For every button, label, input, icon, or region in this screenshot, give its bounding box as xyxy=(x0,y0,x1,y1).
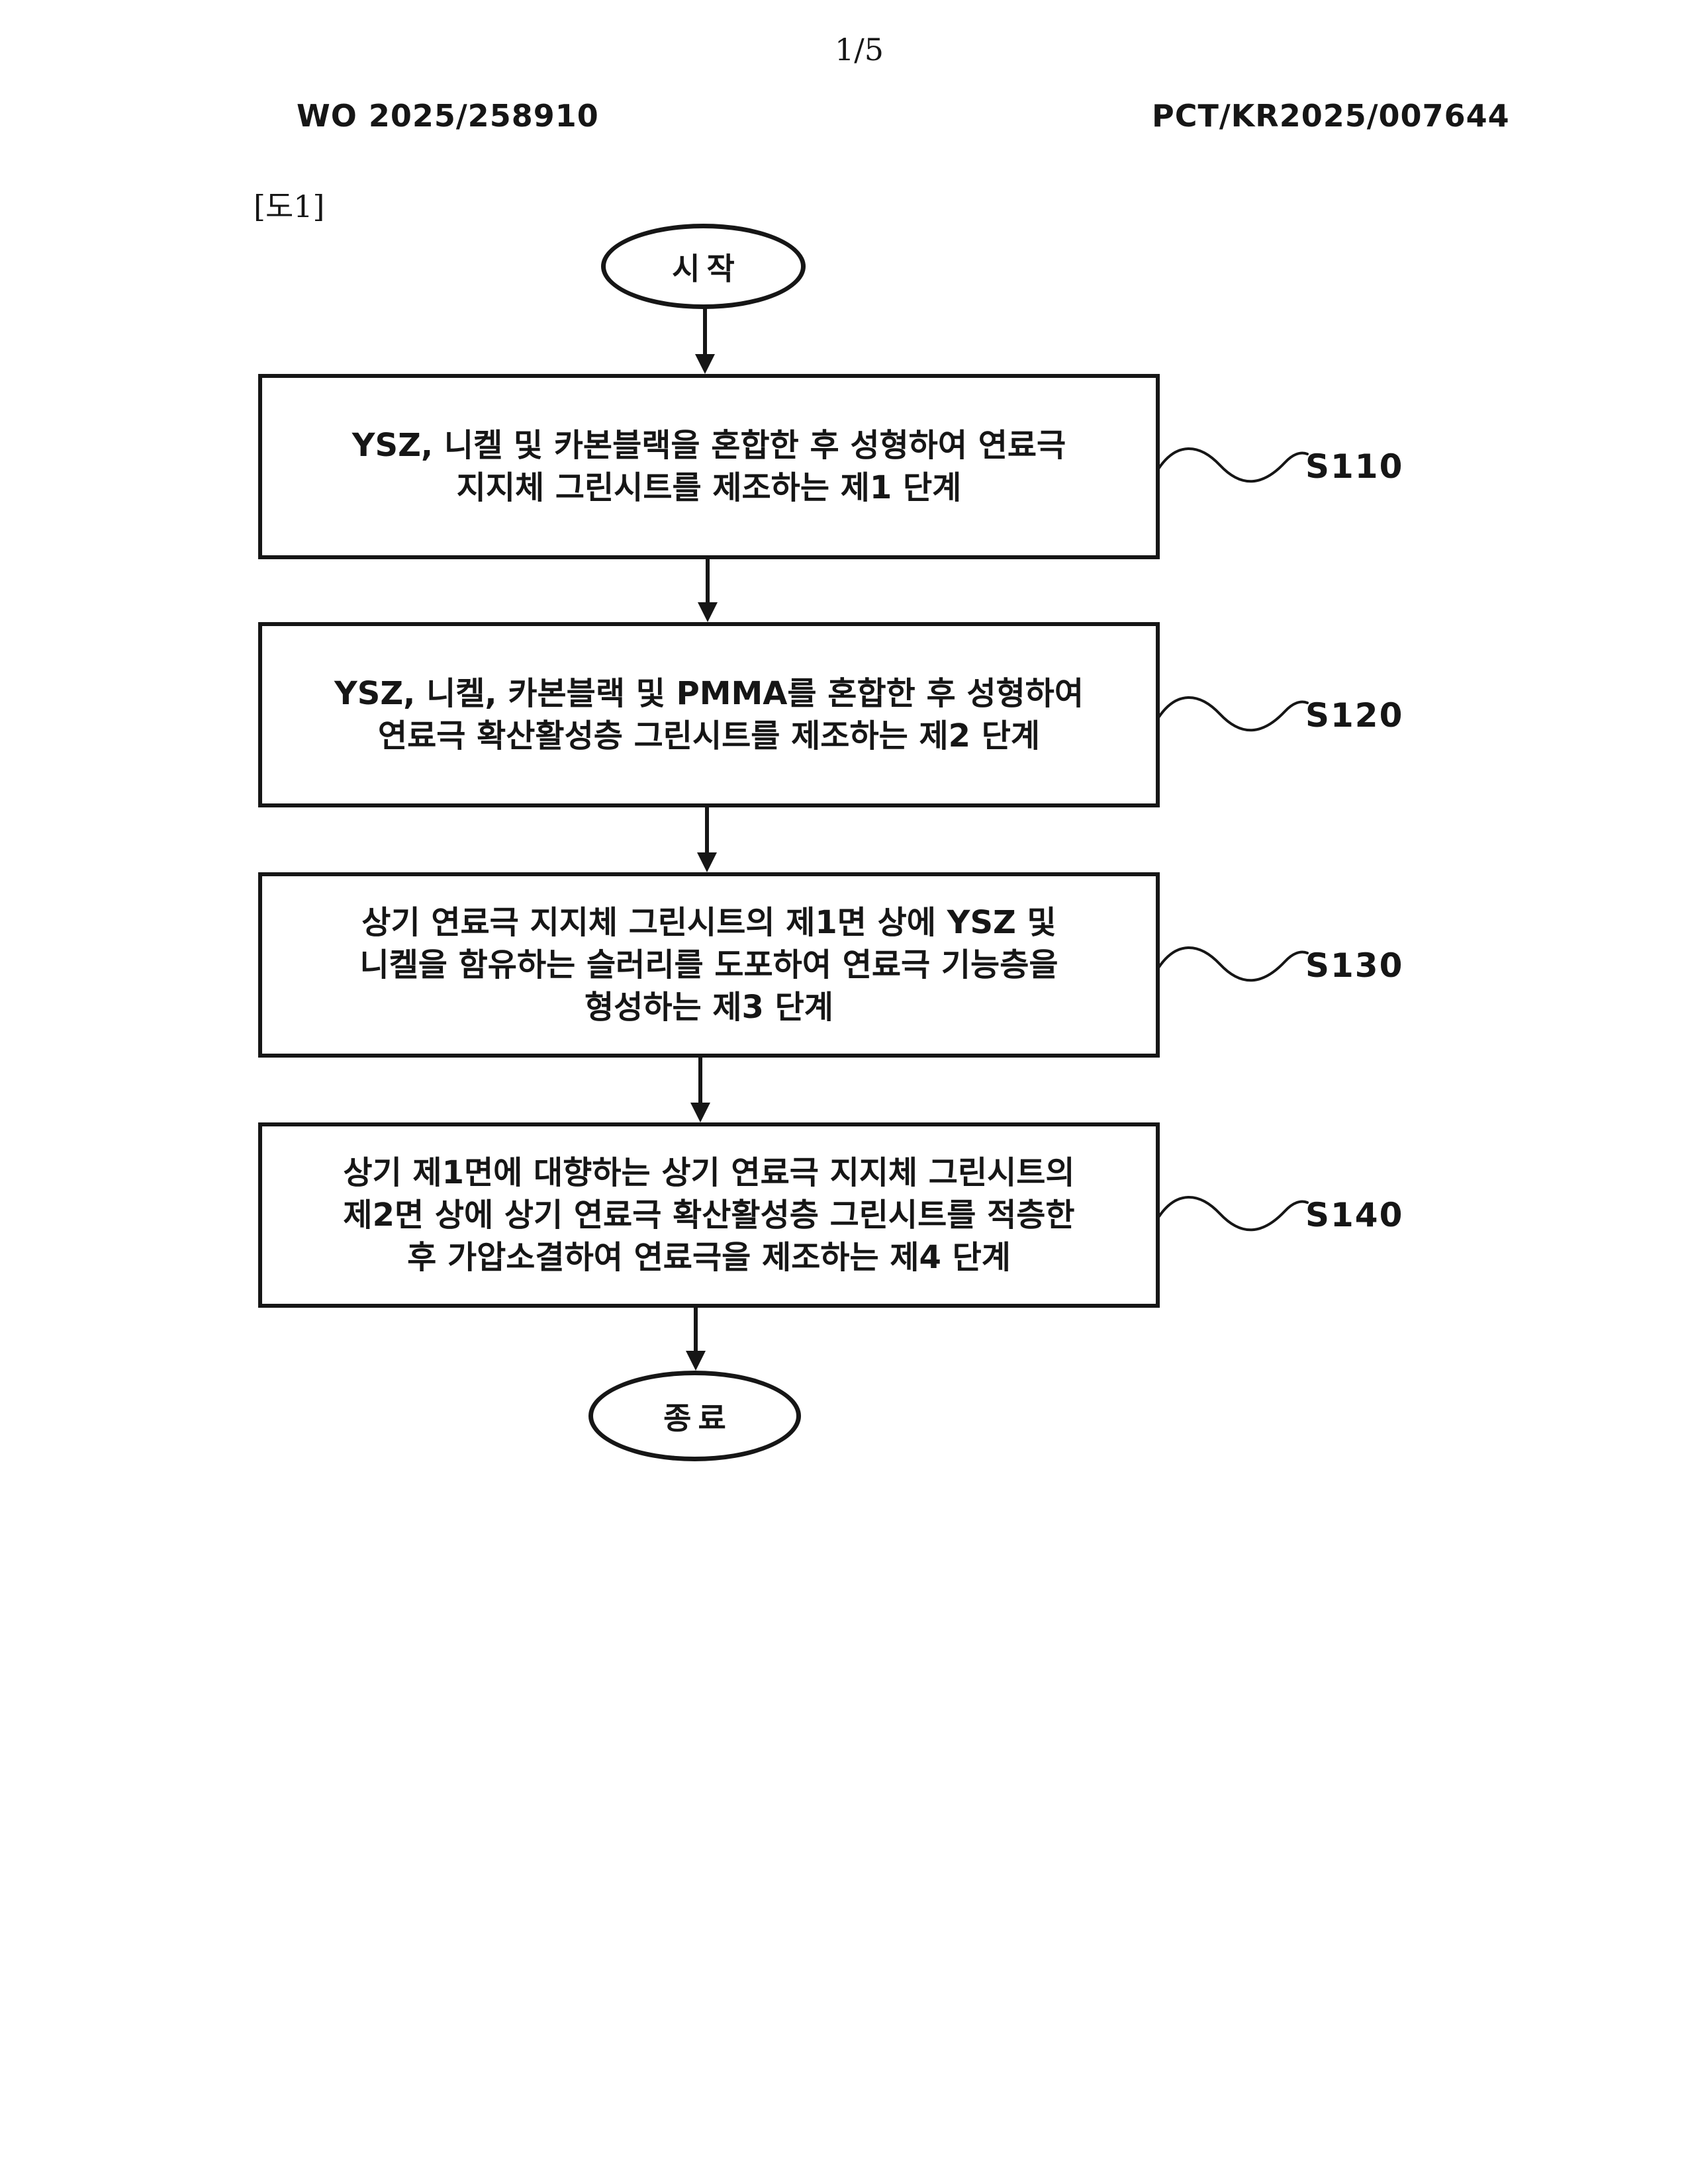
step-2-line-1: YSZ, 니켈, 카본블랙 및 PMMA를 혼합한 후 성형하여 xyxy=(334,675,1084,712)
down-arrow xyxy=(694,1306,698,1352)
step-2-line-2: 연료극 확산활성층 그린시트를 제조하는 제2 단계 xyxy=(377,717,1041,754)
step-1-text: YSZ, 니켈 및 카본블랙을 혼합한 후 성형하여 연료극 지지체 그린시트를… xyxy=(352,424,1066,509)
step-1-line-2: 지지체 그린시트를 제조하는 제1 단계 xyxy=(456,469,962,506)
flowchart-step-box-3: 상기 연료극 지지체 그린시트의 제1면 상에 YSZ 및 니켈을 함유하는 슬… xyxy=(258,872,1160,1058)
step-4-line-2: 제2면 상에 상기 연료극 확산활성층 그린시트를 적층한 xyxy=(343,1197,1075,1234)
start-label: 시작 xyxy=(672,250,741,287)
step-3-connector-squiggle xyxy=(1158,946,1309,982)
flowchart-start-oval: 시작 xyxy=(601,224,806,309)
flowchart-end-oval: 종료 xyxy=(588,1371,801,1461)
step-1-id: S110 xyxy=(1305,447,1404,486)
down-arrow xyxy=(698,1056,702,1104)
down-arrow xyxy=(705,806,709,854)
down-arrow xyxy=(703,306,707,355)
step-3-line-1: 상기 연료극 지지체 그린시트의 제1면 상에 YSZ 및 xyxy=(361,904,1056,941)
step-3-line-2: 니켈을 함유하는 슬러리를 도포하여 연료극 기능층을 xyxy=(359,946,1058,983)
end-label: 종료 xyxy=(663,1400,733,1436)
flowchart-step-box-2: YSZ, 니켈, 카본블랙 및 PMMA를 혼합한 후 성형하여 연료극 확산활… xyxy=(258,622,1160,807)
step-1-line-1: YSZ, 니켈 및 카본블랙을 혼합한 후 성형하여 연료극 xyxy=(352,427,1066,464)
publication-number: WO 2025/258910 xyxy=(297,98,599,134)
step-2-text: YSZ, 니켈, 카본블랙 및 PMMA를 혼합한 후 성형하여 연료극 확산활… xyxy=(334,672,1084,757)
step-4-connector-squiggle xyxy=(1158,1196,1309,1232)
step-3-text: 상기 연료극 지지체 그린시트의 제1면 상에 YSZ 및 니켈을 함유하는 슬… xyxy=(359,901,1058,1028)
step-1-connector-squiggle xyxy=(1158,447,1309,483)
application-number: PCT/KR2025/007644 xyxy=(1152,98,1510,134)
flowchart-step-box-4: 상기 제1면에 대향하는 상기 연료극 지지체 그린시트의 제2면 상에 상기 … xyxy=(258,1122,1160,1308)
step-3-id: S130 xyxy=(1305,946,1404,985)
step-4-line-1: 상기 제1면에 대향하는 상기 연료극 지지체 그린시트의 xyxy=(343,1154,1075,1191)
page-indicator: 1/5 xyxy=(834,32,884,68)
step-3-line-3: 형성하는 제3 단계 xyxy=(585,989,833,1026)
step-4-text: 상기 제1면에 대향하는 상기 연료극 지지체 그린시트의 제2면 상에 상기 … xyxy=(343,1152,1074,1279)
step-2-connector-squiggle xyxy=(1158,696,1309,732)
flowchart-step-box-1: YSZ, 니켈 및 카본블랙을 혼합한 후 성형하여 연료극 지지체 그린시트를… xyxy=(258,374,1160,559)
down-arrow xyxy=(706,558,710,604)
step-4-line-3: 후 가압소결하여 연료극을 제조하는 제4 단계 xyxy=(407,1239,1011,1276)
step-4-id: S140 xyxy=(1305,1196,1404,1234)
step-2-id: S120 xyxy=(1305,696,1404,735)
figure-label: [도1] xyxy=(254,189,325,224)
